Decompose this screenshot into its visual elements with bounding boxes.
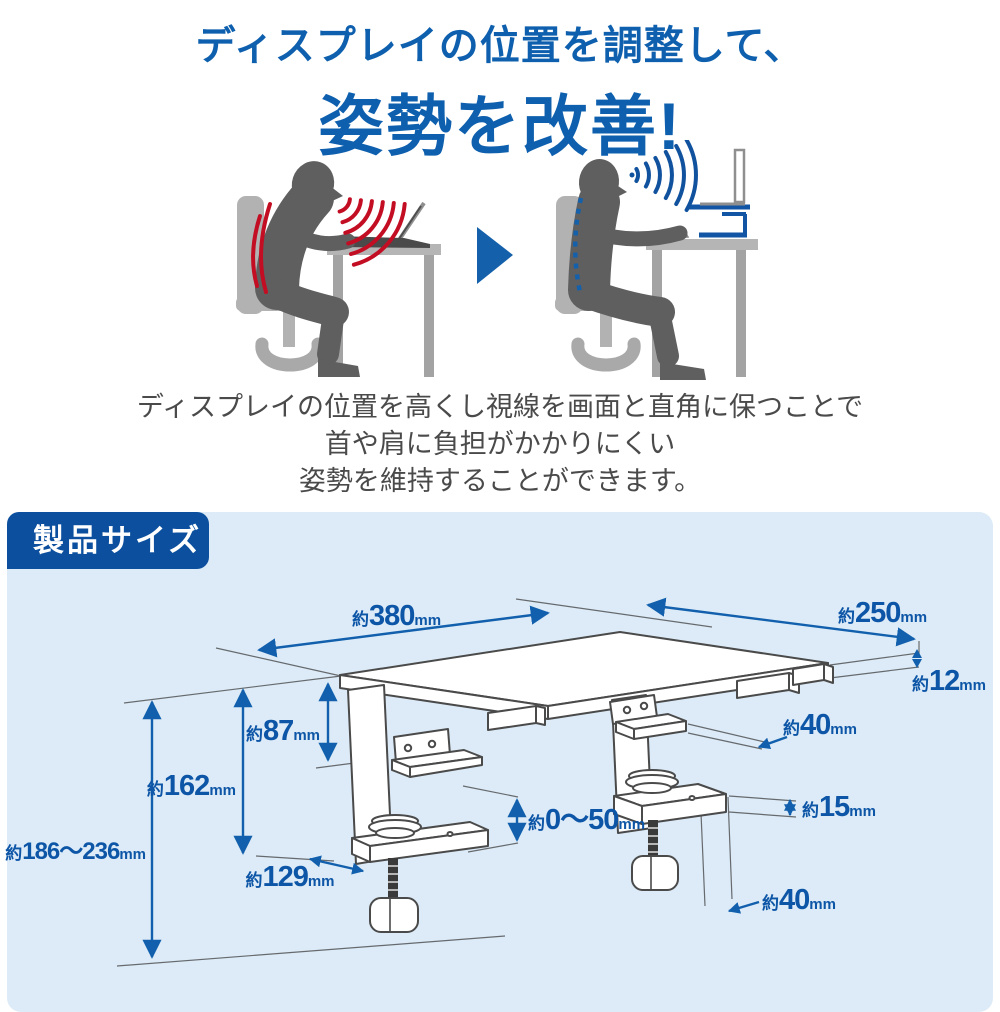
back-strain-lines <box>251 202 272 294</box>
shelf-board <box>339 631 829 720</box>
dim-hook-depth-label: 約40mm <box>783 709 857 741</box>
posture-comparison-illustration <box>236 140 758 380</box>
person-upright <box>568 159 706 380</box>
description-line1: ディスプレイの位置を高くし視線を画面と直角に保つことで <box>136 392 864 422</box>
page-title-line2: 姿勢を改善! <box>318 89 682 163</box>
dim-arm-thickness-label: 約15mm <box>802 791 876 823</box>
product-size-panel <box>7 512 993 1012</box>
straight-spine-dotted-line <box>573 197 584 293</box>
person-slouching <box>255 161 360 377</box>
right-clamp-screw <box>631 820 679 891</box>
dim-clamp-range-label: 約0〜50mm <box>528 804 645 836</box>
dim-arm-height-label: 約162mm <box>147 770 236 802</box>
arrow-right-icon <box>477 227 513 284</box>
dimension-diagram: 約380mm 約250mm 約12mm 約87mm 約162mm 約186〜23… <box>5 597 986 967</box>
dim-width-label: 約380mm <box>352 600 441 632</box>
page-title-line1: ディスプレイの位置を調整して、 <box>195 24 805 68</box>
description-line2: 首や肩に負担がかかりにくい <box>324 429 676 459</box>
extension-lines <box>116 598 920 967</box>
dimension-arrows <box>142 597 922 959</box>
monitor-riser-product <box>688 204 750 238</box>
good-posture-scene <box>555 140 758 380</box>
bad-posture-scene <box>236 161 441 377</box>
title-block: ディスプレイの位置を調整して、 姿勢を改善! <box>0 0 1000 169</box>
left-clamp <box>347 684 489 933</box>
product-size-badge: 製品サイズ <box>7 512 209 569</box>
right-clamp <box>609 694 727 891</box>
dim-arm-drop-label: 約40mm <box>762 884 836 916</box>
dim-total-height-label: 約186〜236mm <box>5 838 146 865</box>
dim-clamp-depth-label: 約129mm <box>245 861 334 893</box>
left-clamp-screw <box>369 858 419 933</box>
dim-thickness-label: 約12mm <box>912 665 986 697</box>
gaze-arcs-red <box>337 197 407 267</box>
monitor-icon <box>700 148 746 206</box>
dim-depth-label: 約250mm <box>838 597 927 629</box>
gaze-arcs-blue <box>629 140 698 212</box>
dimension-labels: 約380mm 約250mm 約12mm 約87mm 約162mm 約186〜23… <box>5 597 986 916</box>
description-line3: 姿勢を維持することができます。 <box>298 466 702 496</box>
dim-hook-height-label: 約87mm <box>246 715 320 747</box>
board-spacer-feet <box>487 663 834 731</box>
description-block: ディスプレイの位置を高くし視線を画面と直角に保つことで 首や肩に負担がかかりにく… <box>0 389 1000 500</box>
